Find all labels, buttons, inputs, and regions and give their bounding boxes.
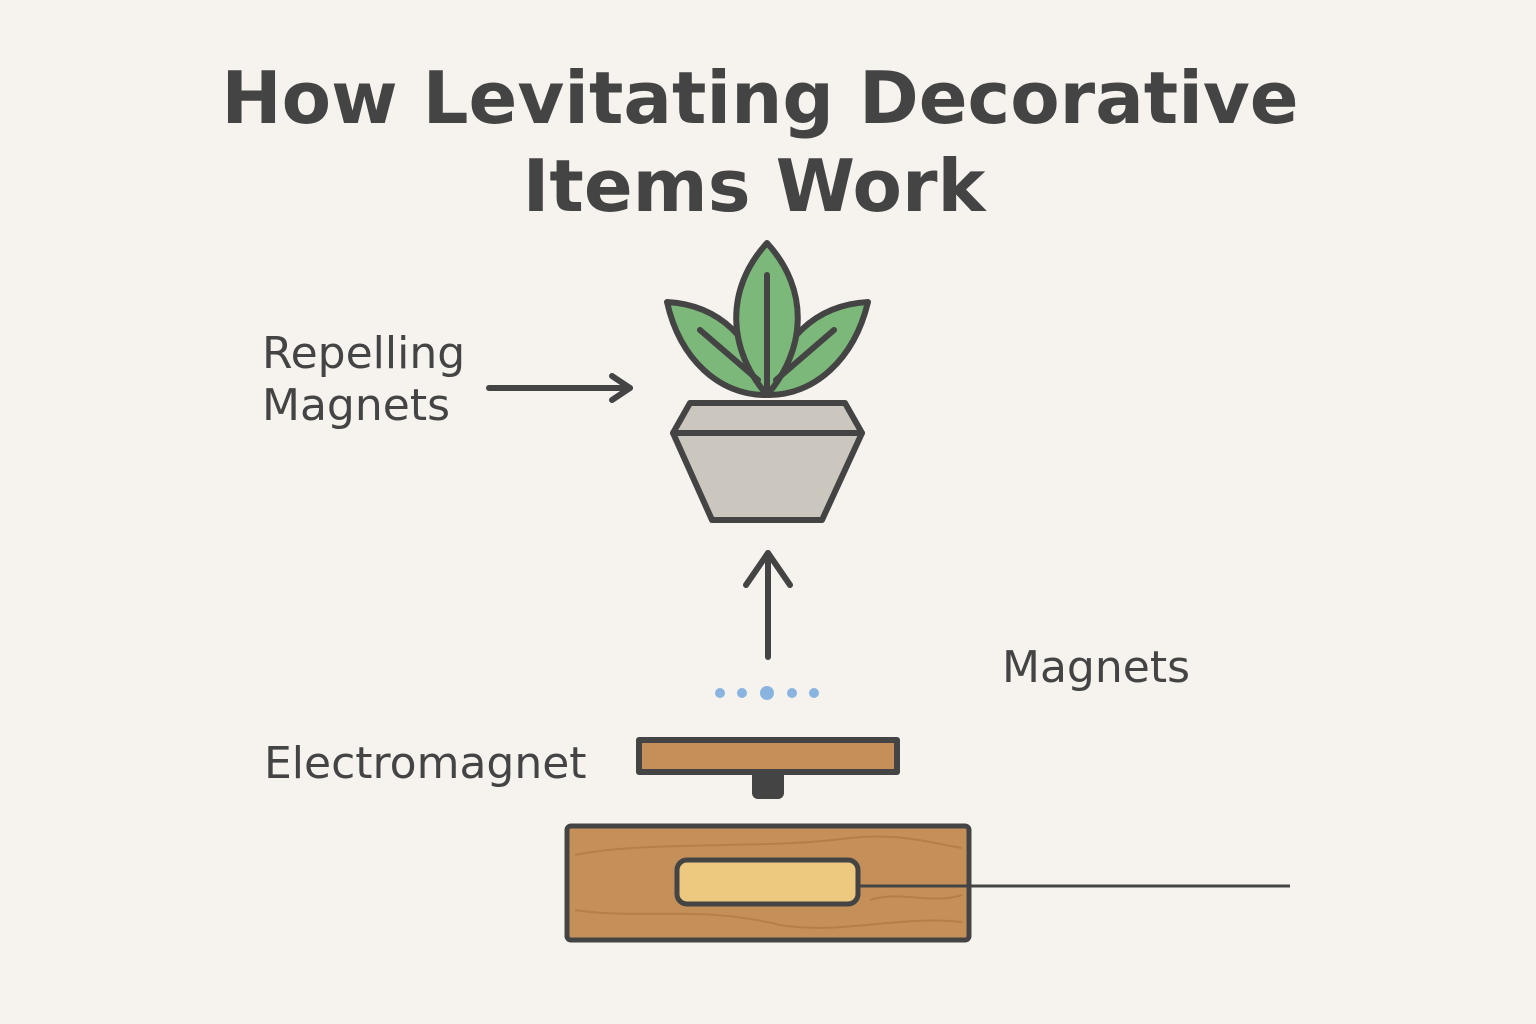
magnet-plate-icon [636, 737, 900, 799]
label-magnets: Magnets [1002, 642, 1190, 693]
right-arrow-icon [486, 373, 633, 403]
title-line-2: Items Work [523, 144, 988, 228]
pot-icon [670, 400, 865, 523]
plant-icon [664, 240, 871, 398]
label-repelling-line-1: Repelling [262, 328, 465, 379]
up-arrow-icon [743, 550, 793, 660]
wooden-base-icon [564, 823, 1290, 943]
label-electromagnet: Electromagnet [264, 738, 587, 789]
magnetic-field-dots [715, 686, 819, 700]
title-line-1: How Levitating Decorative [221, 56, 1298, 140]
label-repelling-line-2: Magnets [262, 380, 450, 431]
coil-icon [674, 857, 861, 907]
